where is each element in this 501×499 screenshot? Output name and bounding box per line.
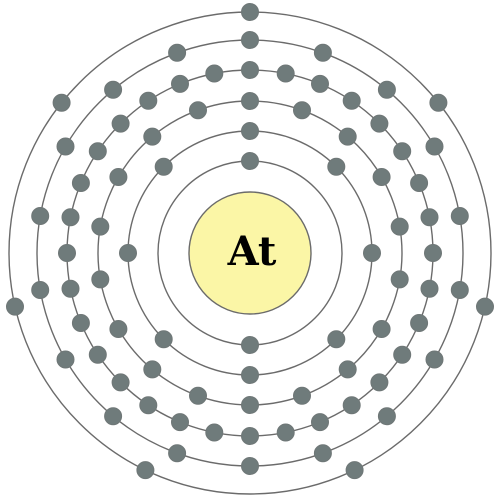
electron-shell-4 [139, 91, 158, 110]
electron-shell-3 [143, 360, 162, 379]
electron-shell-4 [424, 244, 442, 262]
electron-shell-4 [311, 413, 329, 432]
electron-shell-5 [168, 43, 187, 62]
electrons [6, 3, 494, 480]
electron-shell-3 [241, 92, 259, 110]
electron-shell-5 [104, 80, 123, 99]
electron-shell-1 [241, 152, 259, 170]
electron-shell-4 [88, 345, 107, 364]
electron-shell-5 [31, 207, 50, 225]
electron-shell-5 [313, 43, 332, 62]
electron-shell-4 [61, 279, 80, 298]
electron-shell-6 [429, 93, 448, 112]
electron-shell-4 [205, 423, 224, 442]
electron-shell-4 [88, 142, 107, 161]
electron-shell-3 [338, 127, 357, 146]
electron-shell-2 [241, 366, 259, 384]
electron-shell-4 [171, 413, 189, 432]
electron-shell-4 [420, 279, 439, 298]
electron-shell-2 [119, 244, 137, 262]
electron-shell-3 [372, 320, 391, 338]
electron-shell-3 [189, 386, 207, 405]
electron-shell-4 [276, 423, 295, 442]
electron-shell-4 [205, 64, 224, 83]
electron-shell-5 [241, 31, 259, 49]
electron-shell-3 [109, 168, 128, 186]
electron-shell-5 [168, 444, 187, 463]
electron-shell-6 [52, 93, 71, 112]
electron-shell-5 [450, 281, 469, 299]
electron-shell-4 [241, 61, 259, 79]
element-symbol: At [227, 228, 277, 275]
electron-shell-6 [6, 297, 24, 316]
electron-shell-2 [327, 157, 346, 176]
electron-shell-4 [139, 396, 158, 415]
electron-shell-4 [393, 345, 412, 364]
electron-shell-3 [109, 320, 128, 338]
electron-shell-3 [372, 168, 391, 186]
electron-shell-4 [410, 174, 429, 192]
electron-shell-3 [390, 217, 409, 236]
electron-shell-3 [338, 360, 357, 379]
electron-shell-4 [111, 373, 130, 392]
electron-shell-5 [31, 281, 50, 299]
electron-shell-4 [393, 142, 412, 161]
electron-shell-1 [241, 336, 259, 354]
electron-shell-2 [327, 330, 346, 349]
electron-shell-5 [56, 350, 75, 369]
electron-shell-3 [143, 127, 162, 146]
electron-shell-3 [293, 101, 311, 120]
electron-shell-5 [425, 350, 444, 369]
electron-shell-5 [56, 137, 75, 156]
electron-shell-4 [71, 174, 90, 192]
electron-shell-2 [241, 122, 259, 140]
electron-shell-5 [377, 407, 396, 426]
electron-shell-4 [171, 74, 189, 93]
electron-shell-5 [313, 444, 332, 463]
electron-shell-3 [91, 270, 110, 289]
electron-shell-5 [377, 80, 396, 99]
electron-shell-4 [111, 114, 130, 133]
electron-shell-4 [58, 244, 76, 262]
electron-shell-5 [425, 137, 444, 156]
electron-shell-4 [370, 114, 389, 133]
electron-shell-4 [342, 91, 361, 110]
electron-shell-4 [71, 314, 90, 332]
electron-shell-6 [241, 3, 259, 21]
electron-shell-4 [61, 208, 80, 227]
electron-shell-6 [476, 297, 494, 316]
electron-shell-5 [104, 407, 123, 426]
electron-shell-4 [311, 74, 329, 93]
electron-shell-4 [420, 208, 439, 227]
nucleus [188, 191, 312, 315]
electron-shell-2 [154, 330, 173, 349]
electron-shell-4 [370, 373, 389, 392]
electron-shell-3 [293, 386, 311, 405]
electron-shell-5 [241, 457, 259, 475]
electron-shell-3 [189, 101, 207, 120]
electron-shell-5 [450, 207, 469, 225]
electron-shell-4 [342, 396, 361, 415]
electron-shell-2 [363, 244, 381, 262]
electron-shell-3 [241, 396, 259, 414]
electron-shell-3 [91, 217, 110, 236]
electron-shell-6 [136, 461, 155, 480]
electron-shell-3 [390, 270, 409, 289]
electron-shell-4 [276, 64, 295, 83]
electron-shell-4 [241, 427, 259, 445]
electron-shell-2 [154, 157, 173, 176]
electron-shell-4 [410, 314, 429, 332]
electron-shell-6 [345, 461, 364, 480]
